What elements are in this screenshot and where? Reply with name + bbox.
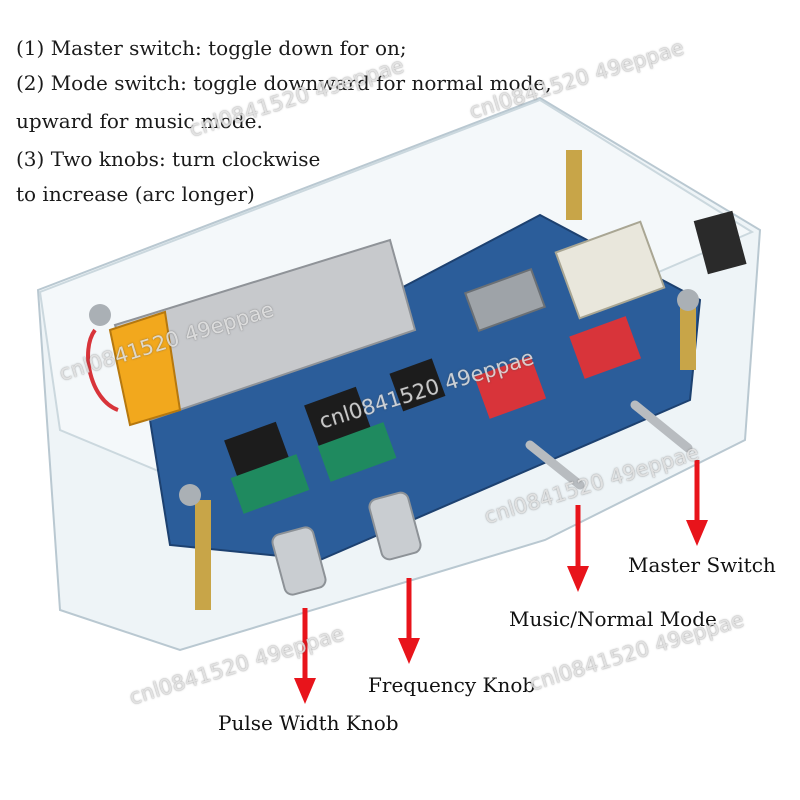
- label-music-normal-mode: Music/Normal Mode: [509, 607, 717, 631]
- screw-head: [89, 304, 111, 326]
- arrow-pulse-width-knob: [294, 608, 316, 704]
- ic-chip: [304, 386, 372, 448]
- frequency-knob: [368, 491, 422, 561]
- battery: [86, 238, 417, 427]
- red-switch-body: [569, 316, 642, 379]
- brass-standoff: [680, 300, 696, 370]
- mode-toggle-lever: [525, 440, 585, 490]
- pot-base: [230, 454, 310, 514]
- relay: [554, 220, 666, 320]
- arrow-music-normal-mode: [567, 505, 589, 592]
- instruction-mode-switch-cont: upward for music mode.: [16, 109, 263, 133]
- master-toggle-lever: [630, 400, 693, 453]
- screw-head: [179, 484, 201, 506]
- brass-standoff: [566, 150, 582, 220]
- slide-switch: [463, 267, 547, 333]
- arrow-frequency-knob: [398, 578, 420, 664]
- pulse-width-knob: [271, 526, 327, 596]
- instruction-knobs-cont: to increase (arc longer): [16, 182, 255, 206]
- red-switch-body: [474, 356, 547, 419]
- label-frequency-knob: Frequency Knob: [368, 673, 536, 697]
- brass-standoff: [195, 500, 211, 610]
- label-pulse-width-knob: Pulse Width Knob: [218, 711, 399, 735]
- instruction-mode-switch: (2) Mode switch: toggle downward for nor…: [16, 71, 552, 95]
- pot-base: [317, 422, 397, 482]
- ic-chip: [389, 358, 446, 412]
- instruction-master-switch: (1) Master switch: toggle down for on;: [16, 36, 407, 60]
- instruction-knobs: (3) Two knobs: turn clockwise: [16, 147, 321, 171]
- audio-jack: [693, 210, 747, 275]
- arrow-master-switch: [686, 460, 708, 546]
- label-master-switch: Master Switch: [628, 553, 776, 577]
- screw-head: [677, 289, 699, 311]
